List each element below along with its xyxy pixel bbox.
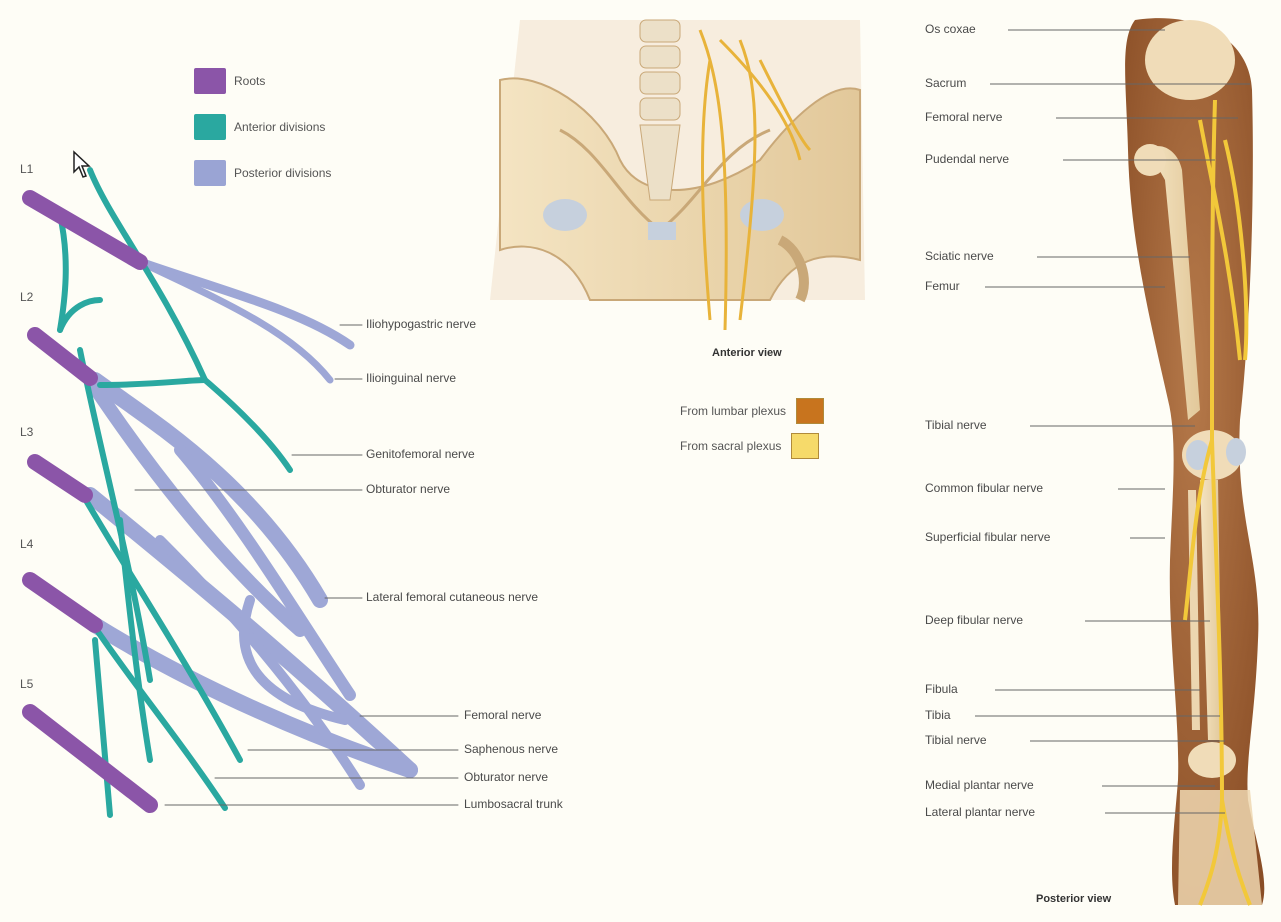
label-common-fibular: Common fibular nerve	[925, 481, 1043, 495]
legend-anterior-label: Anterior divisions	[234, 120, 325, 134]
level-l2: L2	[20, 290, 33, 304]
label-fibula: Fibula	[925, 682, 958, 696]
sacral-swatch	[791, 433, 819, 459]
label-tibial-nerve-upper: Tibial nerve	[925, 418, 987, 432]
lumbar-swatch	[796, 398, 824, 424]
label-obturator-upper: Obturator nerve	[366, 482, 450, 496]
posterior-swatch	[194, 160, 226, 186]
legend-posterior-label: Posterior divisions	[234, 166, 331, 180]
anterior-view-caption: Anterior view	[712, 347, 782, 359]
leg-illustration	[975, 18, 1264, 905]
roots-swatch	[194, 68, 226, 94]
label-sacrum: Sacrum	[925, 76, 966, 90]
legend-roots: Roots	[194, 68, 265, 94]
label-femoral: Femoral nerve	[464, 708, 541, 722]
label-tibia: Tibia	[925, 708, 951, 722]
from-lumbar-label: From lumbar plexus	[680, 404, 786, 418]
legend-from-lumbar: From lumbar plexus	[680, 398, 824, 424]
label-obturator-lower: Obturator nerve	[464, 770, 548, 784]
label-femoral-nerve: Femoral nerve	[925, 110, 1002, 124]
legend-from-sacral: From sacral plexus	[680, 433, 819, 459]
label-os-coxae: Os coxae	[925, 22, 976, 36]
level-l1: L1	[20, 162, 33, 176]
legend-anterior: Anterior divisions	[194, 114, 325, 140]
level-l4: L4	[20, 537, 33, 551]
label-saphenous: Saphenous nerve	[464, 742, 558, 756]
label-deep-fibular: Deep fibular nerve	[925, 613, 1023, 627]
legend-roots-label: Roots	[234, 74, 265, 88]
pelvis-illustration	[490, 20, 865, 330]
move-cursor-icon	[66, 150, 92, 182]
label-tibial-nerve-lower: Tibial nerve	[925, 733, 987, 747]
label-lateral-plantar: Lateral plantar nerve	[925, 805, 1035, 819]
label-sciatic-nerve: Sciatic nerve	[925, 249, 994, 263]
label-ilioinguinal: Ilioinguinal nerve	[366, 371, 456, 385]
label-pudendal-nerve: Pudendal nerve	[925, 152, 1009, 166]
posterior-view-caption: Posterior view	[1036, 893, 1111, 905]
anterior-swatch	[194, 114, 226, 140]
from-sacral-label: From sacral plexus	[680, 439, 781, 453]
label-genitofemoral: Genitofemoral nerve	[366, 447, 475, 461]
label-iliohypogastric: Iliohypogastric nerve	[366, 316, 506, 332]
legend-posterior: Posterior divisions	[194, 160, 331, 186]
label-lumbosacral: Lumbosacral trunk	[464, 797, 563, 811]
label-medial-plantar: Medial plantar nerve	[925, 778, 1034, 792]
level-l3: L3	[20, 425, 33, 439]
level-l5: L5	[20, 677, 33, 691]
label-superficial-fibular: Superficial fibular nerve	[925, 530, 1050, 544]
label-femur: Femur	[925, 279, 960, 293]
label-lateral-femoral: Lateral femoral cutaneous nerve	[366, 590, 538, 604]
